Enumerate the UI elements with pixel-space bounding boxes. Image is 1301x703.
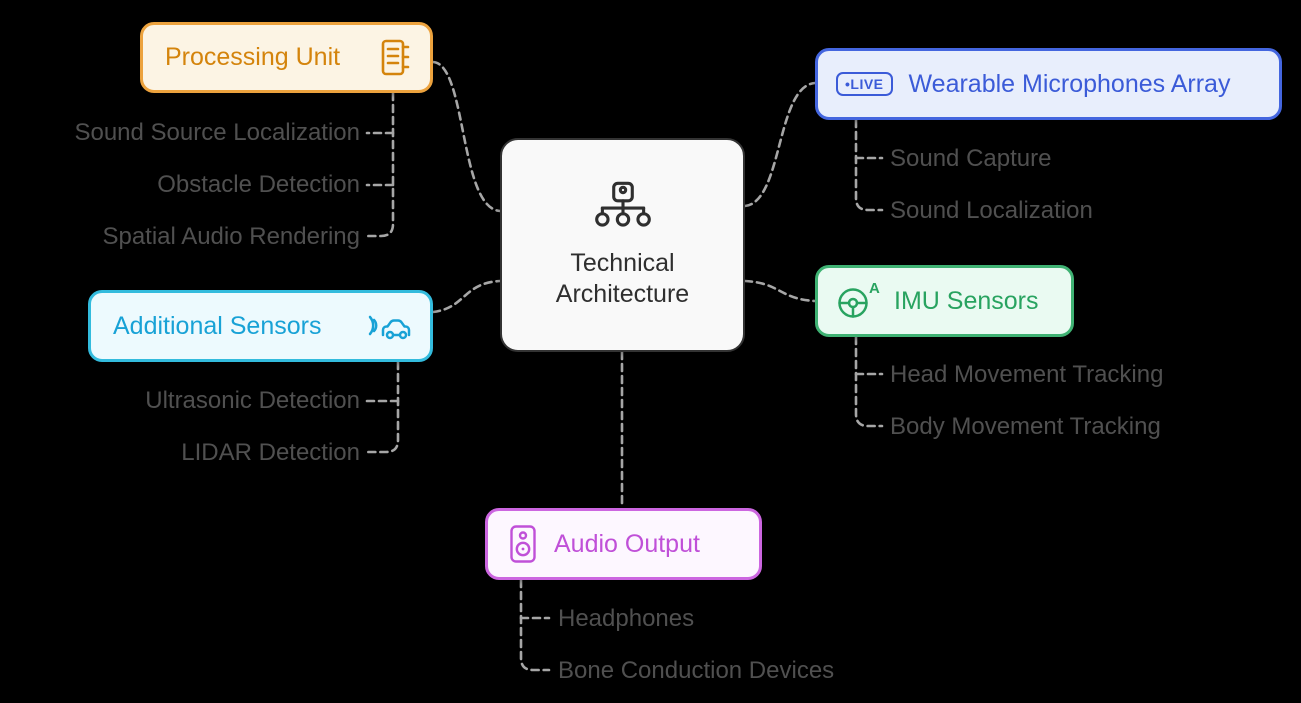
leaf-body-movement-tracking: Body Movement Tracking	[890, 413, 1161, 440]
center-node-technical-architecture: Technical Architecture	[500, 138, 745, 352]
sitemap-icon	[590, 181, 656, 236]
connector-audio-output-children	[519, 578, 551, 672]
connector-processing-unit-children	[365, 91, 395, 238]
leaf-ultrasonic-detection: Ultrasonic Detection	[145, 387, 360, 414]
node-label-additional-sensors: Additional Sensors	[113, 311, 322, 340]
node-label-processing-unit: Processing Unit	[165, 43, 341, 71]
center-node-label: Technical Architecture	[555, 248, 690, 308]
node-audio-output: Audio Output	[485, 508, 762, 580]
leaf-sound-localization: Sound Localization	[890, 197, 1093, 224]
speaker-icon	[508, 524, 538, 564]
leaf-sound-capture: Sound Capture	[890, 145, 1052, 172]
leaf-sound-source-localization: Sound Source Localization	[74, 119, 360, 146]
node-imu-sensors: A IMU Sensors	[815, 265, 1074, 337]
leaf-head-movement-tracking: Head Movement Tracking	[890, 361, 1164, 388]
memory-chip-icon	[376, 38, 416, 78]
car-sensor-icon	[366, 309, 416, 343]
leaf-headphones: Headphones	[558, 605, 695, 632]
leaf-bone-conduction-devices: Bone Conduction Devices	[558, 657, 835, 684]
connector-additional-sensors-center	[431, 279, 502, 314]
live-badge-icon: •LIVE	[836, 72, 893, 96]
leaf-obstacle-detection: Obstacle Detection	[157, 171, 360, 198]
leaf-lidar-detection: LIDAR Detection	[181, 439, 360, 466]
node-wearable-microphones-array: •LIVE Wearable Microphones Array	[815, 48, 1282, 120]
connector-imu-sensors-children	[854, 335, 884, 428]
node-label-audio-output: Audio Output	[554, 529, 700, 558]
node-label-wearable-microphones-array: Wearable Microphones Array	[908, 69, 1231, 98]
connector-processing-unit-center	[431, 60, 502, 213]
node-processing-unit: Processing Unit	[140, 22, 433, 93]
node-additional-sensors: Additional Sensors	[88, 290, 433, 362]
connector-additional-sensors-children	[364, 360, 400, 454]
connector-center-imu-sensors	[743, 279, 817, 303]
svg-text:A: A	[869, 281, 880, 297]
leaf-spatial-audio-rendering: Spatial Audio Rendering	[102, 223, 360, 250]
connector-wearable-microphones-children	[854, 118, 884, 212]
connector-center-wearable-microphones	[743, 81, 817, 208]
steering-wheel-icon: A	[834, 281, 880, 321]
node-label-imu-sensors: IMU Sensors	[894, 286, 1039, 315]
